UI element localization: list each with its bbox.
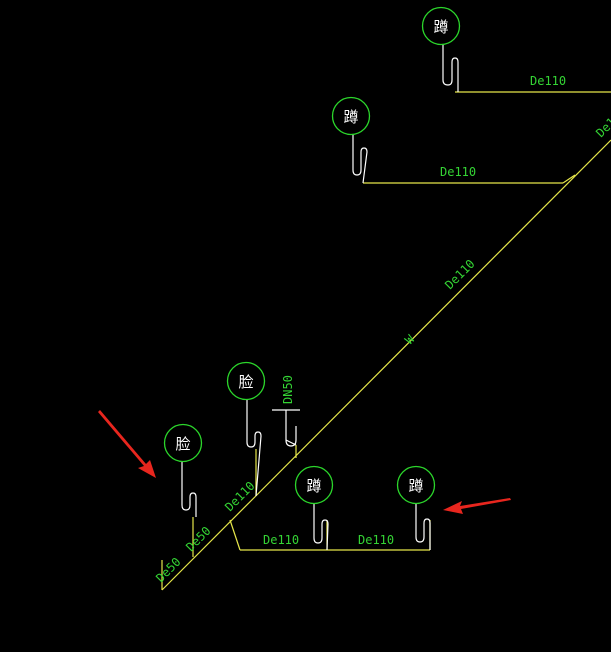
fixture-circle (294, 465, 334, 505)
fixture-group: 蹲蹲脸脸蹲蹲 (163, 6, 461, 505)
fixture-circle (396, 465, 436, 505)
trap-lower-mid (313, 504, 329, 551)
pipe-label-bottom-diag: De50 (153, 555, 183, 585)
pipe-label-main-riser: De110 (442, 257, 477, 292)
trap-mid (352, 135, 368, 184)
fixture-label: 蹲 (433, 18, 448, 36)
fixture-circle (226, 361, 266, 401)
trap-top (442, 45, 459, 92)
fixture-label: 脸 (175, 435, 190, 453)
pipe-label-riser-code: W (402, 332, 418, 348)
fixture-circle (163, 423, 203, 463)
red-arrow-icon (443, 498, 511, 514)
pipe-label-mid-branch: De110 (440, 165, 476, 179)
pipe-label-lower-diag: De50 (183, 524, 213, 554)
lower-diagonal-pipe (229, 519, 241, 551)
trap-mid-left (246, 400, 262, 497)
fixture-f2: 蹲 (331, 96, 371, 136)
fixture-label: 脸 (238, 373, 253, 391)
pipe-network (161, 91, 611, 591)
floor-drain-icon (272, 409, 300, 447)
fixture-label: 蹲 (306, 477, 321, 495)
fixture-label: 蹲 (343, 108, 358, 126)
fixture-label: 蹲 (408, 477, 423, 495)
fixture-circle (331, 96, 371, 136)
trap-group (181, 45, 459, 551)
trap-lower-right (415, 503, 431, 550)
pipe-label-riser-top: De11 (593, 110, 611, 140)
fixture-f4: 脸 (226, 361, 266, 401)
pipe-label-lower-left: De110 (222, 479, 257, 514)
fixture-f1: 蹲 (421, 6, 461, 46)
arrow-group (98, 410, 511, 514)
fixture-f3: 脸 (163, 423, 203, 463)
main-riser-pipe (161, 139, 611, 591)
fixture-f5: 蹲 (294, 465, 334, 505)
pipe-label-lower-mid: De110 (263, 533, 299, 547)
pipe-label-lower-right: De110 (358, 533, 394, 547)
pipe-label-top-branch: De110 (530, 74, 566, 88)
mid-diagonal-pipe (562, 174, 576, 184)
pipe-label-dn-vertical: DN50 (281, 375, 295, 404)
trap-left (181, 462, 197, 517)
red-arrow-icon (98, 410, 156, 478)
fixture-f6: 蹲 (396, 465, 436, 505)
fixture-circle (421, 6, 461, 46)
